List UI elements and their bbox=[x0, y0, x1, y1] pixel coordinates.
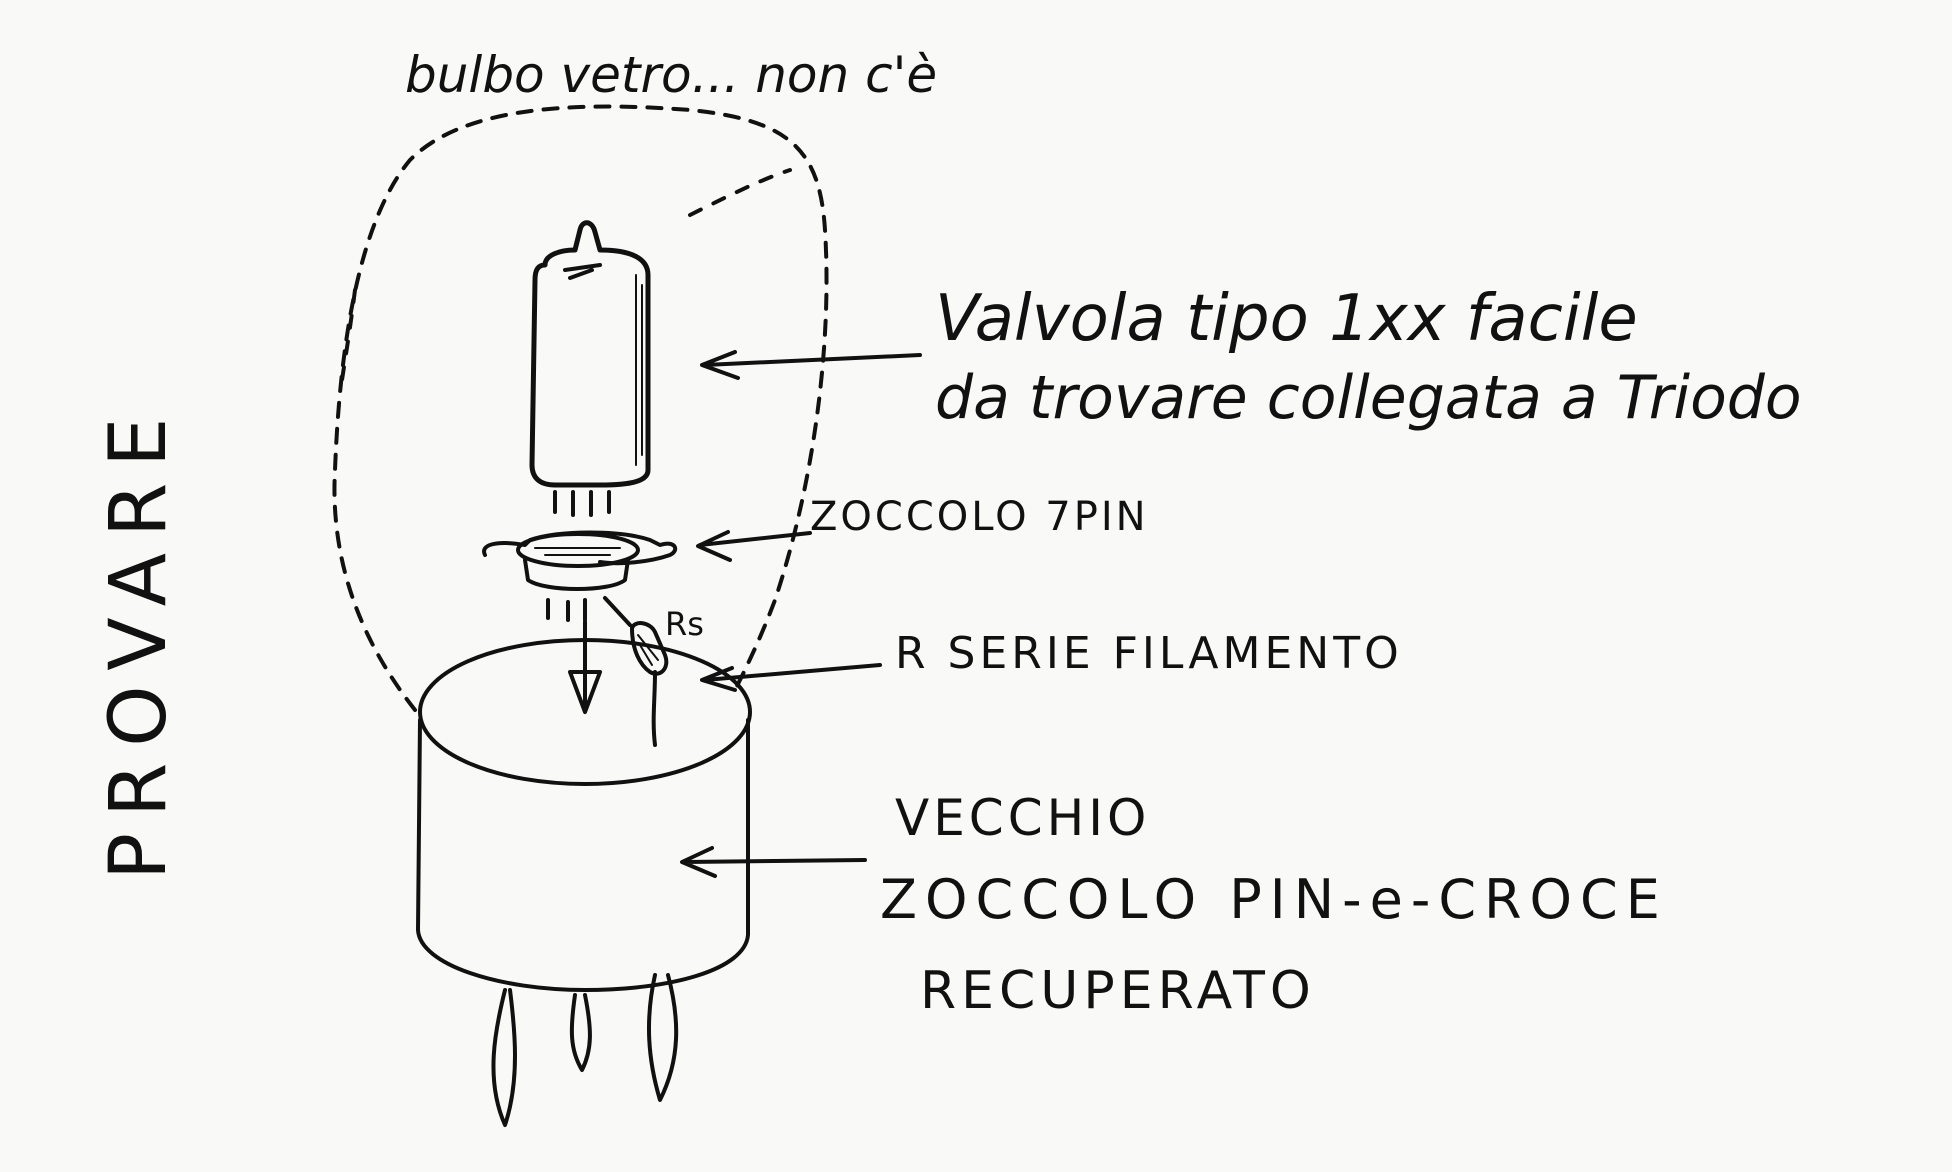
socket-label: ZOCCOLO 7PIN bbox=[810, 494, 1149, 540]
base-label-line2: ZOCCOLO PIN-e-CROCE bbox=[880, 868, 1668, 931]
base-label-line3: RECUPERATO bbox=[920, 961, 1316, 1021]
socket-to-base-arrow-head bbox=[568, 670, 602, 714]
socket-top bbox=[516, 532, 640, 568]
tube-tip-mark bbox=[563, 263, 602, 280]
base-top bbox=[418, 638, 752, 786]
glass-bulb-side-dash bbox=[340, 288, 357, 382]
base-body bbox=[416, 718, 750, 992]
base-pin-center bbox=[569, 993, 592, 1072]
socket-legs bbox=[546, 596, 632, 627]
side-note: PROVARE bbox=[94, 402, 184, 880]
tube-hatching bbox=[635, 274, 643, 466]
base-callout-arrow bbox=[680, 846, 867, 878]
resistor-label: R SERIE FILAMENTO bbox=[895, 628, 1403, 679]
glass-bulb-inner-dash bbox=[688, 168, 792, 217]
base-label-line1: VECCHIO bbox=[895, 789, 1150, 847]
valve-callout-arrow bbox=[700, 350, 922, 380]
series-resistor-lead bbox=[651, 670, 657, 747]
socket-body bbox=[523, 558, 630, 591]
tube-glass bbox=[529, 220, 651, 488]
rs-label: Rs bbox=[665, 605, 704, 643]
socket-flange bbox=[482, 530, 678, 566]
tube-pins bbox=[553, 490, 611, 517]
valve-label-line1: Valvola tipo 1xx facile bbox=[935, 282, 1638, 356]
resistor-callout-arrow bbox=[700, 663, 882, 692]
top-note: bulbo vetro... non c'è bbox=[405, 46, 937, 104]
socket-callout-arrow bbox=[696, 530, 812, 562]
base-pin-right bbox=[646, 973, 679, 1102]
base-pin-left bbox=[491, 988, 517, 1127]
socket-top-texture bbox=[534, 547, 621, 556]
glass-bulb-outline bbox=[332, 104, 829, 712]
valve-label-line2: da trovare collegata a Triodo bbox=[935, 363, 1802, 433]
series-resistor-hatch bbox=[637, 634, 659, 666]
series-resistor bbox=[630, 621, 669, 676]
